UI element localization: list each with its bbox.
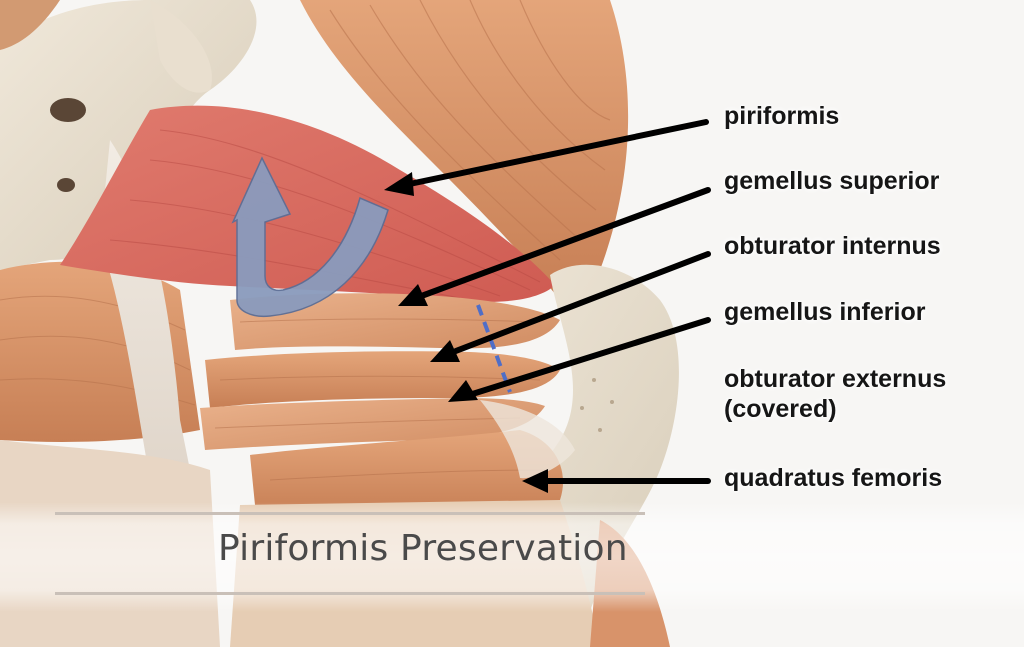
title-rule-top: [55, 512, 645, 515]
label-piriformis: piriformis: [724, 102, 840, 130]
arrow-obturator-internus: [445, 251, 711, 357]
label-obturator-internus: obturator internus: [724, 232, 941, 260]
piriformis-muscle: [60, 105, 555, 302]
arrow-gemellus-superior: [413, 187, 711, 301]
label-gemellus-superior: gemellus superior: [724, 167, 940, 195]
arrow-gemellus-inferior: [463, 317, 711, 399]
dashed-incision-line-icon: [476, 304, 512, 393]
quadratus-femoris-muscle: [250, 430, 564, 515]
label-gemellus-inferior: gemellus inferior: [724, 298, 926, 326]
title-rule-bottom: [55, 592, 645, 595]
slide-title: Piriformis Preservation: [218, 528, 628, 569]
curved-rotation-arrow-icon: [231, 156, 389, 318]
label-obturator-externus: obturator externus (covered): [724, 365, 947, 423]
gluteus-medius: [300, 0, 629, 300]
pointer-arrows: [397, 119, 711, 484]
label-quadratus-femoris: quadratus femoris: [724, 464, 943, 492]
arrow-piriformis: [397, 119, 709, 189]
arrow-heads: [384, 172, 548, 493]
